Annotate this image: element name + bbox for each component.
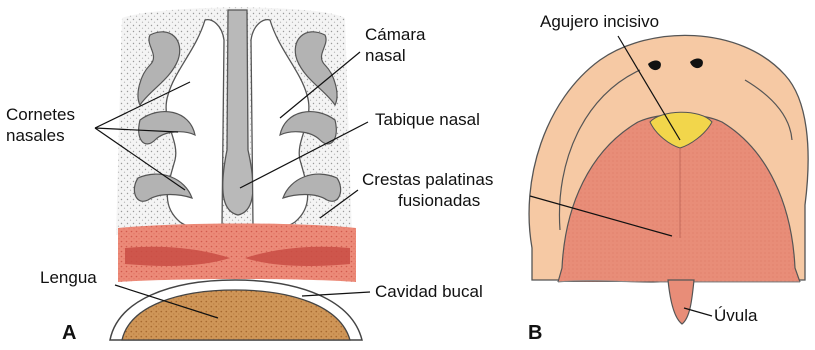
label-cavidad-bucal: Cavidad bucal (375, 282, 483, 302)
label-camara-line2: nasal (365, 46, 406, 66)
label-crestas-line2: fusionadas (398, 191, 480, 211)
label-uvula: Úvula (714, 306, 757, 326)
label-camara-line1: Cámara (365, 25, 425, 45)
panel-a-drawing (110, 8, 362, 341)
panel-b-drawing (529, 35, 808, 350)
panel-b-letter: B (528, 322, 542, 345)
label-cornetes-line1: Cornetes (6, 105, 75, 125)
label-agujero-incisivo: Agujero incisivo (540, 12, 659, 32)
label-lengua: Lengua (40, 268, 97, 288)
panel-a-letter: A (62, 322, 76, 345)
label-tabique-nasal: Tabique nasal (375, 110, 480, 130)
label-cornetes-line2: nasales (6, 126, 65, 146)
label-crestas-line1: Crestas palatinas (362, 170, 493, 190)
